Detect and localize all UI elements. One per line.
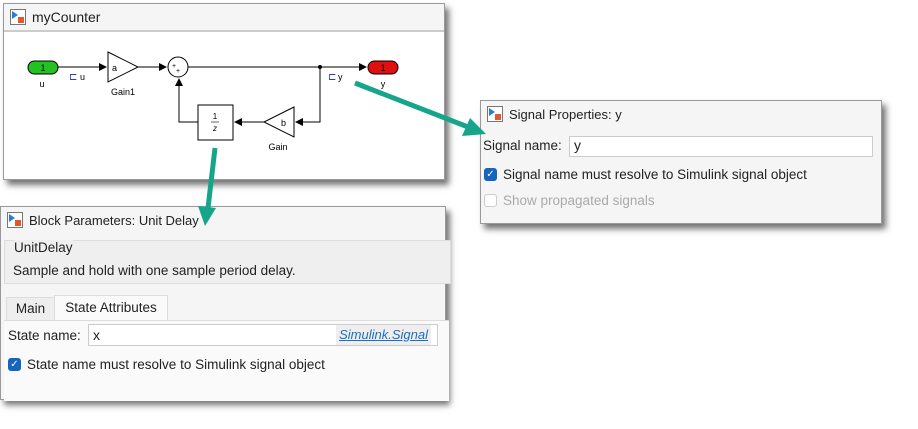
simulink-model-icon (10, 9, 26, 25)
block-description: Sample and hold with one sample period d… (13, 263, 296, 278)
model-title: myCounter (32, 9, 101, 25)
svg-text:u: u (80, 72, 85, 82)
state-name-label: State name: (8, 328, 81, 343)
block-params-titlebar: Block Parameters: Unit Delay (1, 207, 445, 233)
model-titlebar: myCounter (4, 4, 444, 32)
signal-resolve-checkbox[interactable]: ✓ Signal name must resolve to Simulink s… (484, 167, 807, 182)
gain-block[interactable]: b Gain (262, 106, 295, 152)
signal-name-value: y (574, 137, 581, 153)
unit-delay-block[interactable]: 1 z (197, 104, 234, 141)
svg-text:a: a (112, 63, 117, 73)
checkbox-label: State name must resolve to Simulink sign… (27, 357, 325, 372)
state-resolve-checkbox[interactable]: ✓ State name must resolve to Simulink si… (8, 357, 325, 372)
state-name-value: x (93, 327, 100, 343)
svg-text:y: y (338, 72, 343, 82)
svg-text:Gain: Gain (268, 142, 287, 152)
svg-text:1: 1 (380, 63, 385, 73)
block-diagram: 1 u ⊏ u a Gain1 + + ⊏ y 1 y b Gain 1 z (27, 51, 399, 152)
show-propagated-checkbox[interactable]: Show propagated signals (484, 193, 655, 208)
checkbox-label: Show propagated signals (503, 193, 655, 208)
svg-text:y: y (381, 79, 386, 89)
svg-text:z: z (212, 124, 217, 133)
signal-label-y[interactable]: ⊏ y (328, 72, 343, 83)
simulink-model-icon (487, 106, 503, 122)
dialog-title: Block Parameters: Unit Delay (29, 212, 199, 228)
line-branch-gain (295, 67, 321, 126)
svg-text:b: b (281, 118, 286, 128)
gain1-block[interactable]: a Gain1 (107, 51, 140, 97)
signal-name-label: Signal name: (483, 138, 562, 153)
checkbox-checked-icon[interactable]: ✓ (8, 358, 21, 371)
line-delay-sum (175, 78, 198, 123)
block-parameters-dialog: Block Parameters: Unit Delay UnitDelay S… (0, 206, 451, 401)
signal-props-titlebar: Signal Properties: y (481, 101, 881, 127)
svg-text:+: + (172, 63, 176, 70)
state-name-input[interactable]: x Simulink.Signal (88, 324, 438, 346)
svg-text:u: u (39, 79, 44, 89)
svg-text:1: 1 (213, 112, 218, 121)
svg-text:+: + (176, 68, 180, 75)
checkbox-unchecked-icon[interactable] (484, 194, 497, 207)
svg-text:1: 1 (40, 63, 45, 73)
checkbox-label: Signal name must resolve to Simulink sig… (503, 167, 807, 182)
simulink-model-icon (7, 212, 23, 228)
checkbox-checked-icon[interactable]: ✓ (484, 168, 497, 181)
tab-state-attributes[interactable]: State Attributes (54, 295, 168, 322)
signal-object-icon: ⊏ (69, 72, 77, 83)
dialog-title: Signal Properties: y (509, 106, 622, 122)
signal-properties-dialog: Signal Properties: y Signal name: y ✓ Si… (480, 100, 882, 224)
block-description-group: UnitDelay Sample and hold with one sampl… (4, 240, 451, 284)
tab-main[interactable]: Main (6, 297, 55, 321)
outport-y[interactable]: 1 y (367, 60, 399, 89)
signal-object-icon: ⊏ (328, 72, 336, 83)
sum-block[interactable]: + + (167, 56, 189, 78)
simulink-signal-link[interactable]: Simulink.Signal (336, 325, 431, 345)
signal-label-u[interactable]: ⊏ u (69, 72, 85, 83)
inport-u[interactable]: 1 u (27, 60, 59, 89)
svg-text:Gain1: Gain1 (111, 87, 135, 97)
signal-name-input[interactable]: y (569, 136, 873, 157)
group-label: UnitDelay (14, 240, 73, 255)
